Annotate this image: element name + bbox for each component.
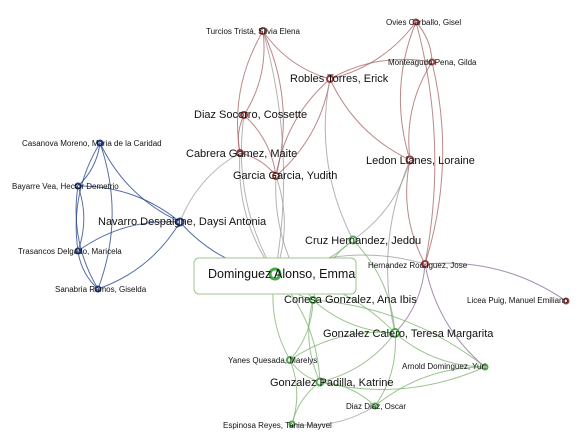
edge-hernandez_r-gonzalez_c [394, 263, 426, 334]
node-gonzalez_c[interactable] [390, 328, 400, 338]
edge-gonzalez_p-diaz_diaz [319, 381, 376, 407]
node-navarro[interactable] [175, 217, 185, 227]
node-label-dominguez_e[interactable]: Dominguez Alonso, Emma [208, 267, 355, 281]
edge-robles-monteagudo [329, 58, 433, 80]
node-label-diaz_diaz[interactable]: Diaz Diaz, Oscar [346, 402, 406, 411]
node-diaz_diaz[interactable] [371, 402, 379, 410]
edge-robles-ovies [329, 21, 417, 80]
node-arnold[interactable] [481, 363, 489, 371]
node-casanova[interactable] [96, 139, 104, 147]
node-label-monteagudo[interactable]: Monteagudo Pena, Gilda [388, 58, 477, 67]
node-garcia[interactable] [272, 172, 280, 180]
edge-ovies-monteagudo [415, 21, 433, 63]
edge-ledon-hernandez_r [406, 159, 426, 265]
node-label-ovies[interactable]: Ovies Carballo, Gisel [386, 18, 461, 27]
edge-casanova-navarro [99, 142, 181, 223]
node-ledon[interactable] [405, 155, 415, 165]
edge-ledon-cruz [352, 159, 411, 241]
node-label-diaz_socorro[interactable]: Diaz Socorro, Cossette [194, 109, 307, 121]
edge-monteagudo-hernandez_r [424, 61, 444, 265]
node-diaz_socorro[interactable] [240, 111, 248, 119]
node-label-gonzalez_p[interactable]: Gonzalez Padilla, Katrine [270, 377, 394, 389]
node-label-bayarre[interactable]: Bayarre Vea, Hector Demetrio [12, 182, 119, 191]
edge-garcia-robles [275, 78, 331, 177]
node-label-arnold[interactable]: Arnold Dominguez, Yuri [402, 362, 486, 371]
edge-turcios-diaz_socorro [243, 30, 265, 116]
edge-gonzalez_c-yanes [289, 331, 396, 361]
node-robles[interactable] [326, 75, 334, 83]
edge-cruz-gonzalez_c [352, 239, 396, 334]
edge-casanova-bayarre [77, 142, 101, 187]
node-label-sanabria[interactable]: Sanabria Ramos, Giselda [55, 285, 147, 294]
edge-monteagudo-ledon [408, 61, 433, 161]
node-monteagudo[interactable] [428, 58, 436, 66]
edge-ovies-ledon [399, 21, 417, 161]
node-espinosa[interactable] [288, 420, 296, 428]
edge-conesa-gonzalez_p [308, 299, 321, 383]
node-licea[interactable] [562, 297, 570, 305]
node-label-licea[interactable]: Licea Puig, Manuel Emiliano [467, 296, 568, 305]
edge-bayarre-navarro [77, 185, 181, 223]
node-gonzalez_p[interactable] [315, 377, 325, 387]
edge-sanabria-navarro [97, 221, 181, 290]
edge-conesa-yanes [289, 299, 314, 361]
edge-turcios-cabrera [237, 30, 264, 154]
node-cruz[interactable] [348, 235, 358, 245]
edge-robles-ledon [329, 78, 411, 161]
edge-diaz_diaz-espinosa [291, 405, 376, 426]
labels-layer: Casanova Moreno, Maria de la CaridadBaya… [12, 18, 568, 430]
edge-trasancos-sanabria [77, 250, 99, 290]
edge-trasancos-navarro [77, 221, 181, 252]
node-label-robles[interactable]: Robles Torres, Erick [290, 73, 389, 85]
nodes-layer [74, 18, 570, 428]
node-label-trasancos[interactable]: Trasancos Delgado, Maricela [18, 247, 122, 256]
edge-conesa-arnold [312, 299, 486, 368]
edge-ovies-hernandez_r [415, 21, 436, 265]
edge-turcios-robles [262, 30, 331, 80]
edge-bayarre-sanabria [75, 185, 99, 290]
edge-robles-garcia [275, 78, 331, 177]
edge-gonzalez_c-arnold [394, 332, 486, 368]
node-label-gonzalez_c[interactable]: Gonzalez Calero, Teresa Margarita [323, 328, 494, 340]
edge-arnold-diaz_diaz [374, 366, 486, 407]
edge-gonzalez_c-gonzalez_p [319, 332, 396, 383]
node-label-navarro[interactable]: Navarro Despaigne, Daysi Antonia [98, 216, 267, 228]
edge-yanes-espinosa [289, 359, 298, 425]
edge-navarro-cabrera [179, 152, 241, 223]
edge-gonzalez_c-diaz_diaz [374, 332, 396, 407]
edge-casanova-sanabria [97, 142, 113, 290]
node-label-turcios[interactable]: Turcios Tristá, Silvia Elena [206, 27, 301, 36]
edge-turcios-dominguez_e [262, 30, 285, 275]
node-label-conesa[interactable]: Conesa Gonzalez, Ana Ibis [284, 294, 417, 306]
edge-diaz_socorro-dominguez_e [240, 114, 276, 275]
node-conesa[interactable] [309, 296, 317, 304]
node-label-casanova[interactable]: Casanova Moreno, Maria de la Caridad [22, 139, 162, 148]
node-bayarre[interactable] [74, 182, 82, 190]
edge-gonzalez_p-arnold [319, 366, 486, 390]
node-label-garcia[interactable]: Garcia Garcia, Yudith [233, 170, 337, 182]
node-label-espinosa[interactable]: Espinosa Reyes, Tania Mayvel [223, 421, 332, 430]
edge-hernandez_r-licea [424, 262, 567, 302]
node-label-hernandez_r[interactable]: Hernandez Rodriguez, Jose [368, 261, 468, 270]
edge-ledon-gonzalez_c [387, 159, 411, 334]
node-dominguez_e[interactable] [268, 267, 282, 281]
edge-robles-cruz [324, 78, 354, 241]
node-sanabria[interactable] [94, 285, 102, 293]
edge-hernandez_r-arnold [424, 263, 486, 368]
node-trasancos[interactable] [74, 247, 82, 255]
node-label-cruz[interactable]: Cruz Hernandez, Jeddu [305, 235, 421, 247]
node-label-yanes[interactable]: Yanes Quesada, Marelys [228, 356, 317, 365]
edge-casanova-trasancos [75, 142, 101, 252]
node-label-ledon[interactable]: Ledon Llanes, Loraine [366, 155, 475, 167]
node-hernandez_r[interactable] [421, 260, 429, 268]
edge-diaz_socorro-garcia [243, 114, 277, 177]
node-ovies[interactable] [412, 18, 420, 26]
node-cabrera[interactable] [236, 149, 244, 157]
node-turcios[interactable] [259, 27, 267, 35]
node-yanes[interactable] [286, 356, 294, 364]
node-label-cabrera[interactable]: Cabrera Gamez, Maite [186, 148, 297, 160]
